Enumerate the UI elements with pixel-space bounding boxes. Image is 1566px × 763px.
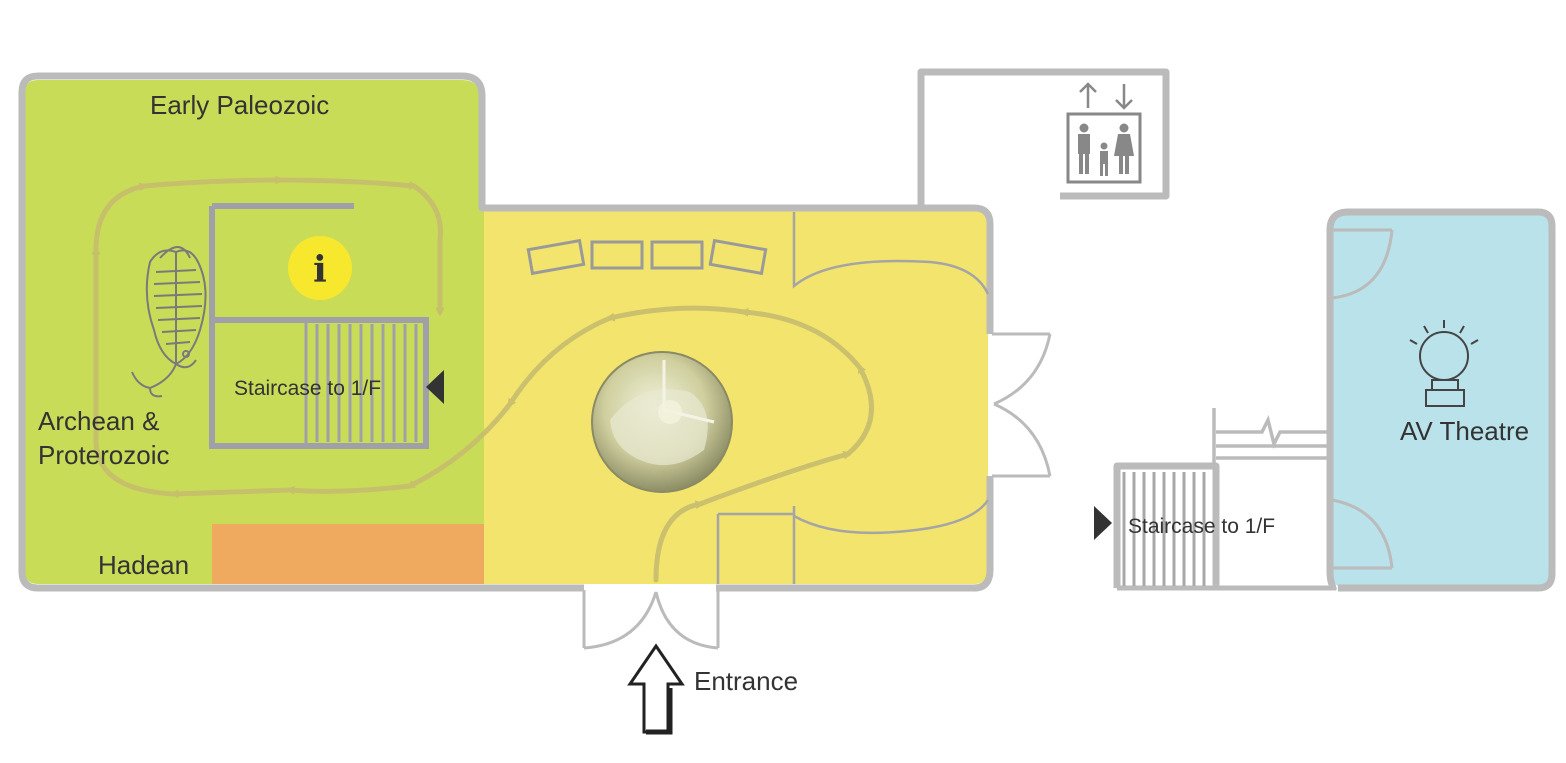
- map-labels: Early Paleozoic Archean & Proterozoic Ha…: [38, 90, 1529, 696]
- theatre-wall: [1326, 208, 1556, 592]
- info-symbol: i: [313, 249, 327, 291]
- info-icon: i: [288, 236, 352, 300]
- entrance-door-left: [582, 590, 658, 650]
- label-staircase-left: Staircase to 1/F: [234, 377, 381, 400]
- left-staircase: [209, 203, 444, 449]
- label-av-theatre: AV Theatre: [1400, 416, 1529, 446]
- stair-landing-wall: [1113, 462, 1220, 588]
- staircase-pointer-left: [426, 370, 444, 404]
- earth-globe-icon: [591, 351, 733, 493]
- right-hall-wall-lower: [716, 476, 994, 592]
- display-cases: [526, 238, 768, 276]
- partitions: [716, 212, 990, 584]
- theatre-door-upper: [1331, 228, 1394, 300]
- main-hall-zone: [480, 208, 988, 584]
- label-entrance: Entrance: [694, 666, 798, 696]
- label-hadean: Hadean: [98, 550, 189, 580]
- walls: [18, 68, 1556, 592]
- staircase-pointer-right: [1094, 506, 1112, 540]
- right-door-lower: [992, 402, 1052, 478]
- trilobite-icon: [131, 246, 207, 398]
- early-paleozoic-zone: [24, 80, 484, 584]
- label-archean-2: Proterozoic: [38, 440, 170, 470]
- right-door-upper: [992, 332, 1052, 406]
- hadean-zone: [212, 524, 484, 584]
- entrance-arrow-icon: [627, 643, 685, 735]
- theatre-zone: [1330, 212, 1552, 588]
- entrance-door-right: [654, 590, 720, 650]
- zone-fills: [24, 80, 1552, 588]
- right-staircase: [1122, 472, 1206, 586]
- elevator-shaft: [917, 68, 1170, 206]
- label-archean-1: Archean &: [38, 406, 159, 436]
- elevator-icon: [1066, 82, 1142, 184]
- visitor-route: [91, 175, 874, 583]
- left-gallery-wall: [18, 72, 994, 592]
- projector-icon: [1409, 320, 1479, 407]
- label-early-paleozoic: Early Paleozoic: [150, 90, 329, 120]
- theatre-door-lower: [1331, 498, 1394, 570]
- corridor-rails: [1212, 408, 1328, 468]
- doors: [582, 228, 1394, 650]
- label-staircase-right: Staircase to 1/F: [1128, 515, 1275, 538]
